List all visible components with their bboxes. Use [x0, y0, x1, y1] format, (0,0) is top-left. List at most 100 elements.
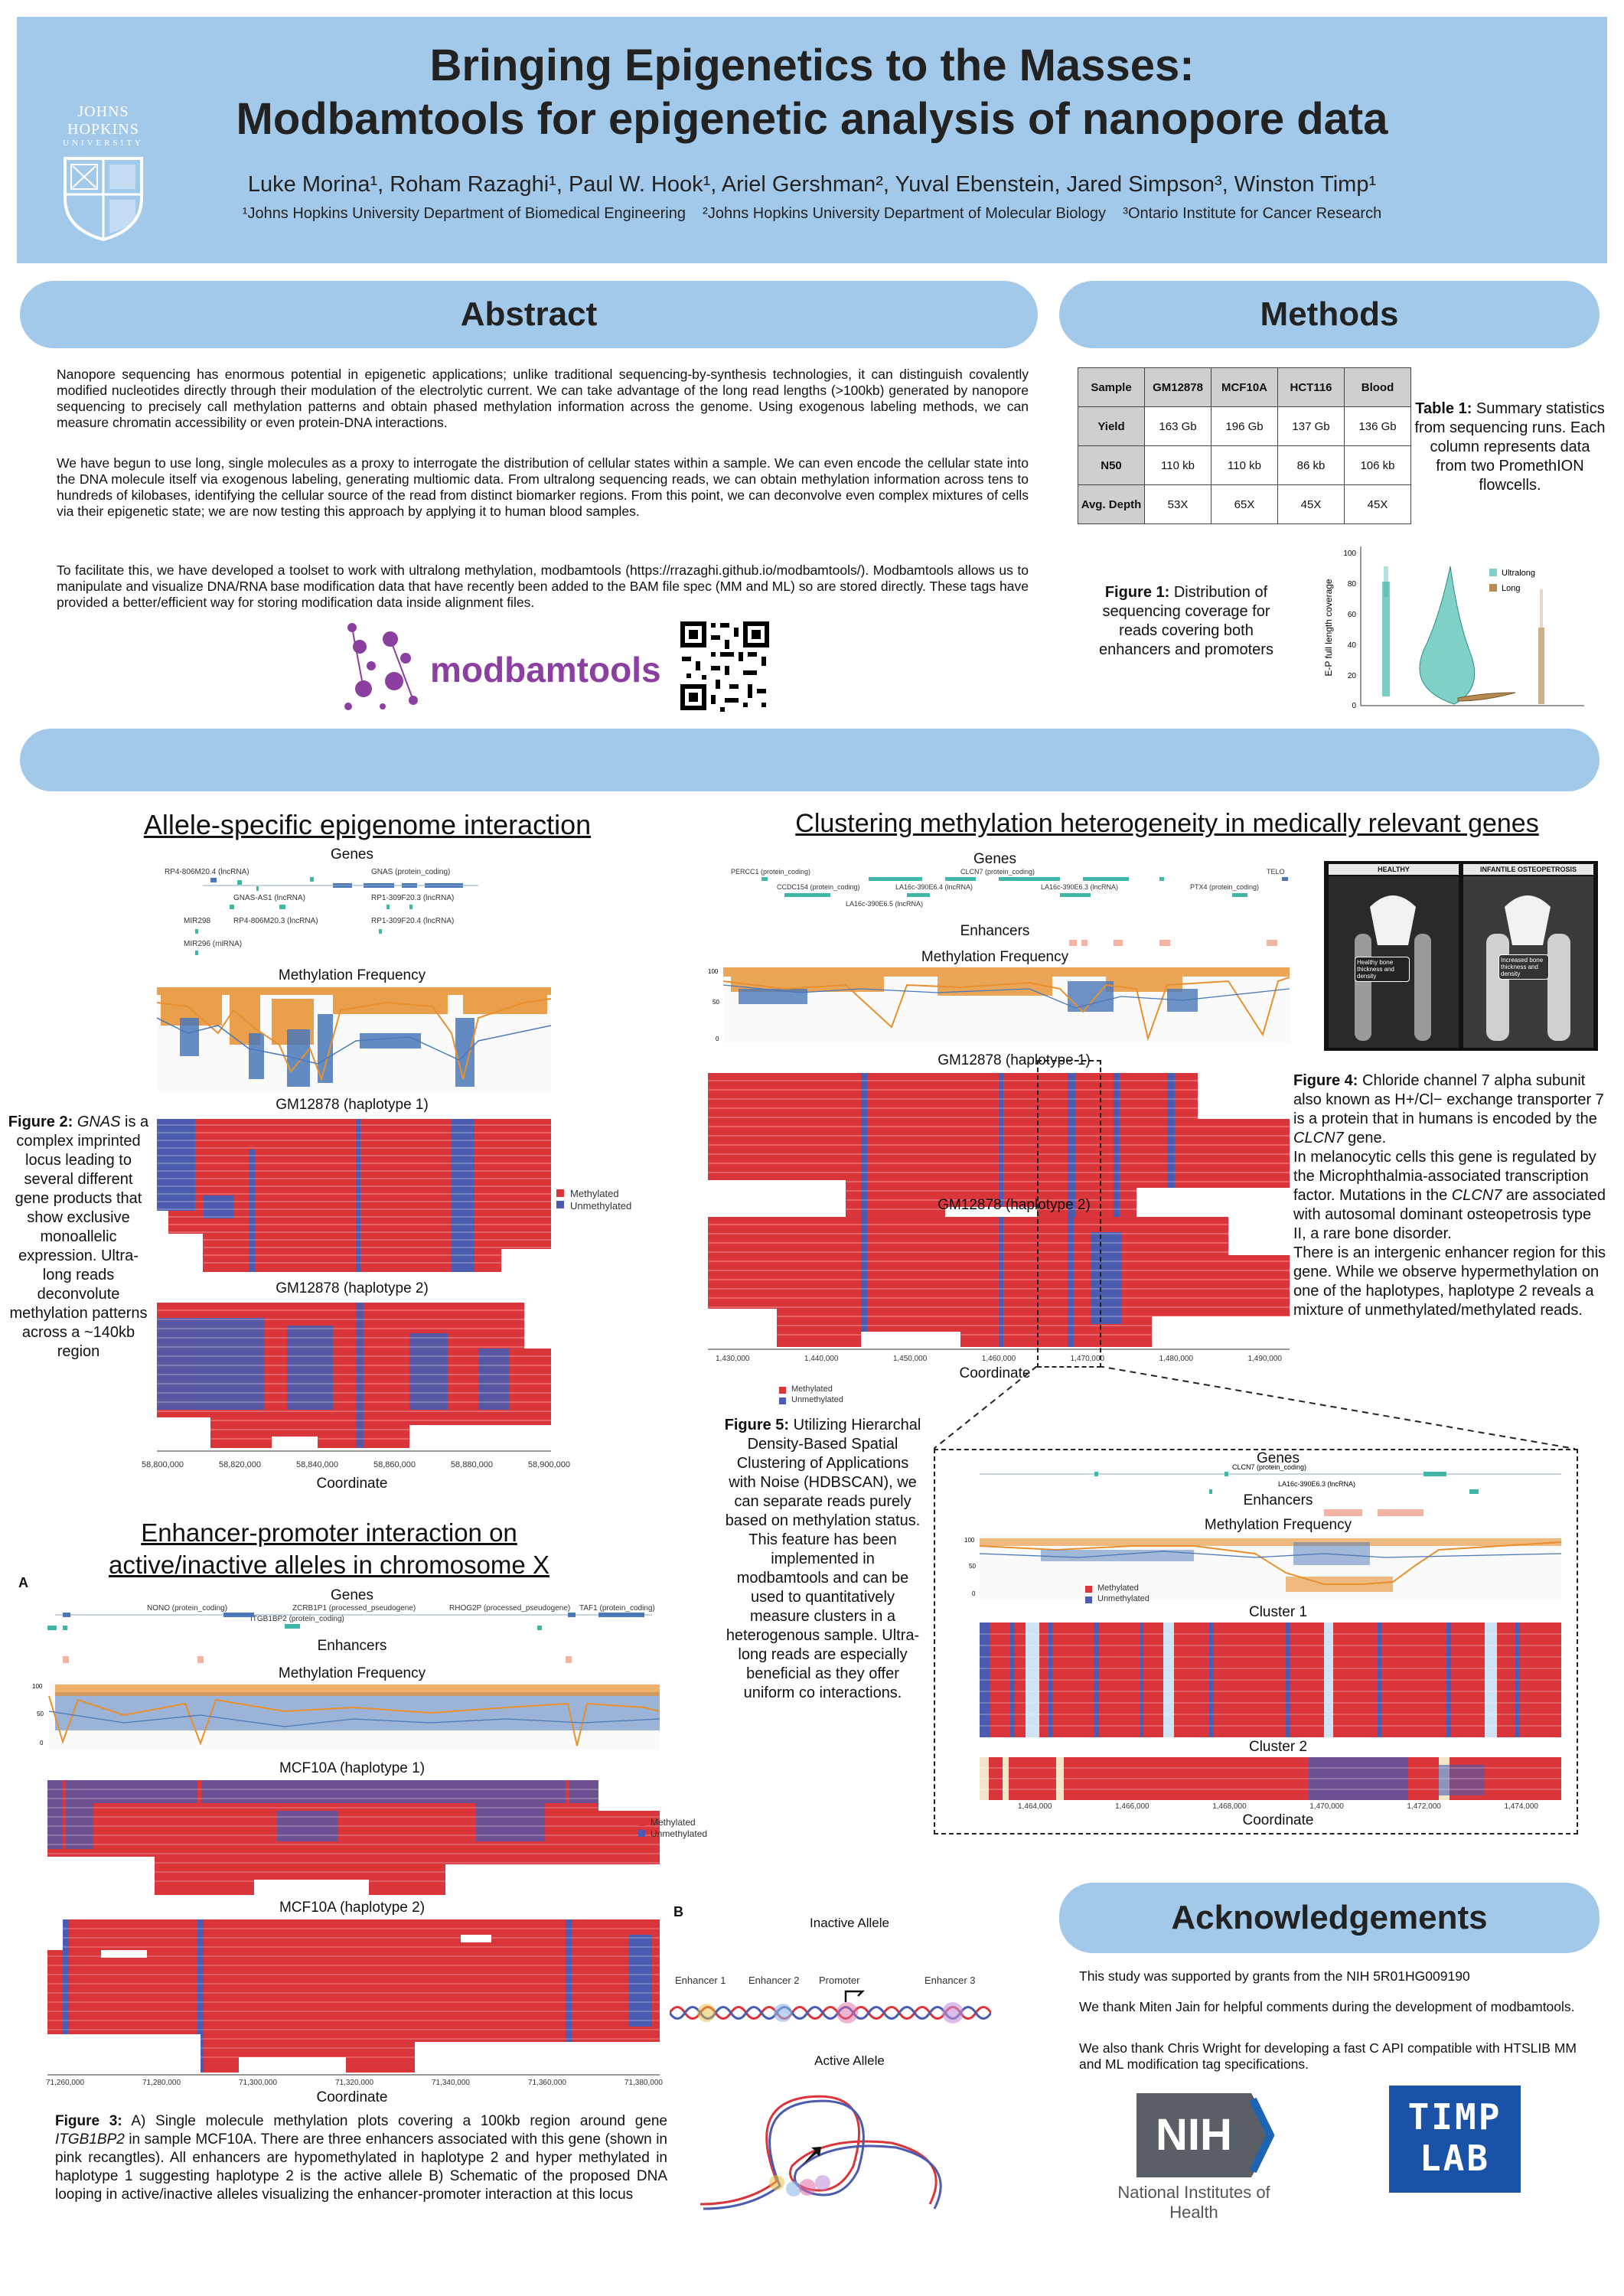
zoom-panel: [934, 1449, 1578, 1835]
table-header-cell: HCT116: [1277, 367, 1345, 407]
table-cell: 137 Gb: [1277, 406, 1345, 446]
cluster2-reads: [980, 1757, 1561, 1800]
s3-enhancer-track: [63, 1656, 572, 1663]
gene-label: ITGB1BP2 (protein_coding): [250, 1615, 344, 1623]
x-tick: 58,900,000: [527, 1460, 570, 1469]
cluster1-reads: [980, 1623, 1561, 1737]
s2-hap2-label: GM12878 (haplotype 2): [938, 1197, 1091, 1213]
s2-hap2-reads: [708, 1217, 1290, 1347]
x-tick: 1,450,000: [892, 1355, 928, 1363]
nih-logo: NIH: [1136, 2093, 1275, 2177]
x-tick: 1,468,000: [1212, 1802, 1247, 1811]
xray-bones-icon: [1329, 876, 1593, 1048]
fig3-caption: Figure 3: A) Single molecule methylation…: [55, 2112, 667, 2204]
table-cell: 110 kb: [1211, 445, 1278, 485]
qr-code[interactable]: [677, 618, 772, 713]
gene-label: TAF1 (protein_coding): [579, 1604, 655, 1613]
table-cell: 163 Gb: [1144, 406, 1211, 446]
fig3-caption-text: A) Single molecule methylation plots cov…: [122, 2113, 668, 2129]
gene-label: LA16c-390E6.3 (lncRNA): [1278, 1480, 1355, 1488]
gene-label: MIR298: [184, 917, 210, 925]
gene-label: GNAS-AS1 (lncRNA): [233, 894, 305, 902]
x-tick: 71,280,000: [142, 2079, 181, 2087]
zoom-legend-unmethylated: Unmethylated: [1097, 1594, 1150, 1603]
schematic-active-label: Active Allele: [814, 2053, 885, 2068]
s3-enhancers-label: Enhancers: [317, 1638, 387, 1654]
s3-meth-freq-label: Methylation Frequency: [278, 1665, 426, 1681]
fig4-text: are associated with autosomal dominant o…: [1293, 1187, 1606, 1242]
clustering-heading: Clustering methylation heterogeneity in …: [795, 809, 1539, 838]
s1-hap2-reads: [157, 1303, 551, 1448]
gene-label: RP4-806M20.3 (lncRNA): [233, 917, 318, 925]
gene-label: TELO: [1267, 868, 1285, 876]
schematic-enhancer3: Enhancer 3: [925, 1975, 976, 1986]
table1-caption-text: Summary statistics from sequencing runs.…: [1414, 400, 1606, 494]
fig1-ytick: 80: [1348, 580, 1357, 589]
fig2-caption-text: is a complex imprinted locus leading to …: [9, 1114, 149, 1360]
table-cell: Yield: [1078, 406, 1145, 446]
section-divider-banner: [20, 729, 1600, 791]
s2-legend-unmethylated: Unmethylated: [791, 1395, 843, 1404]
table-cell: 196 Gb: [1211, 406, 1278, 446]
table-cell: 86 kb: [1277, 445, 1345, 485]
panel-b-label: B: [673, 1904, 683, 1919]
xray-note-osteopetrosis: Increased bone thickness and density: [1498, 954, 1549, 980]
s3-hap2-label: MCF10A (haplotype 2): [279, 1900, 426, 1916]
s1-legend-unmethylated: Unmethylated: [570, 1200, 632, 1212]
x-tick: 58,800,000: [142, 1460, 184, 1469]
gene-label: NONO (protein_coding): [147, 1604, 227, 1613]
fig4-text: There is an intergenic enhancer region f…: [1293, 1244, 1606, 1319]
stats-table: Sample GM12878 MCF10A HCT116 Blood Yield…: [1078, 367, 1411, 524]
table-header-cell: GM12878: [1144, 367, 1211, 407]
s2-gene-track: PERCC1 (protein_coding) CLCN7 (protein_c…: [731, 868, 1288, 908]
acknowledgements-heading: Acknowledgements: [1059, 1883, 1600, 1953]
x-tick: 1,464,000: [1018, 1802, 1052, 1811]
s2-hap1-reads: [708, 1073, 1290, 1226]
jhu-logo-name: JOHNS HOPKINS: [67, 103, 139, 138]
fig1-caption: Figure 1: Distribution of sequencing cov…: [1087, 583, 1286, 660]
nih-caption: National Institutes of Health: [1117, 2183, 1270, 2222]
header-banner: [17, 17, 1607, 263]
s2-x-label: Coordinate: [959, 1365, 1031, 1381]
svg-text:0: 0: [716, 1035, 719, 1042]
fig1-ytick: 20: [1348, 672, 1357, 680]
enhancer-promoter-heading-line1: Enhancer-promoter interaction on: [141, 1518, 517, 1547]
s2-genes-label: Genes: [973, 851, 1016, 867]
svg-text:100: 100: [964, 1537, 975, 1544]
zoom-meth-freq-label: Methylation Frequency: [1204, 1517, 1352, 1533]
gene-label: LA16c-390E6.5 (lncRNA): [846, 900, 923, 908]
x-tick: 1,490,000: [1247, 1355, 1282, 1363]
fig4-caption: Figure 4: Chloride channel 7 alpha subun…: [1293, 1071, 1606, 1320]
svg-text:50: 50: [37, 1711, 44, 1717]
x-tick: 1,470,000: [1309, 1802, 1344, 1811]
s1-hap2-label: GM12878 (haplotype 2): [276, 1280, 429, 1296]
zoom-genes-label: Genes: [1257, 1450, 1300, 1466]
timp-logo-line2: LAB: [1419, 2138, 1491, 2179]
allele-specific-heading: Allele-specific epigenome interaction: [143, 809, 592, 840]
gene-label: RP4-806M20.4 (lncRNA): [165, 868, 249, 876]
poster-title-line1: Bringing Epigenetics to the Masses:: [429, 41, 1195, 90]
s3-x-label: Coordinate: [316, 2089, 388, 2105]
x-tick: 1,472,000: [1407, 1802, 1441, 1811]
x-tick: 1,460,000: [981, 1355, 1016, 1363]
s1-hap1-label: GM12878 (haplotype 1): [276, 1097, 429, 1113]
fig1-caption-label: Figure 1:: [1104, 584, 1170, 601]
fig5-caption-label: Figure 5:: [724, 1417, 790, 1433]
s1-hap1-reads: [157, 1119, 551, 1272]
schematic-inactive-label: Inactive Allele: [810, 1916, 889, 1930]
s3-hap2-reads: [47, 1919, 660, 2073]
gene-label: ZCRB1P1 (processed_pseudogene): [292, 1604, 416, 1613]
x-tick: 1,466,000: [1115, 1802, 1150, 1811]
inactive-allele-dna-icon: [670, 1990, 991, 2024]
timp-lab-logo: TIMP LAB: [1389, 2086, 1521, 2193]
fig3-caption-text: in sample MCF10A. There are three enhanc…: [55, 2131, 667, 2203]
timp-logo-line1: TIMP: [1407, 2096, 1502, 2138]
abstract-paragraph-2: We have begun to use long, single molecu…: [57, 455, 1029, 519]
